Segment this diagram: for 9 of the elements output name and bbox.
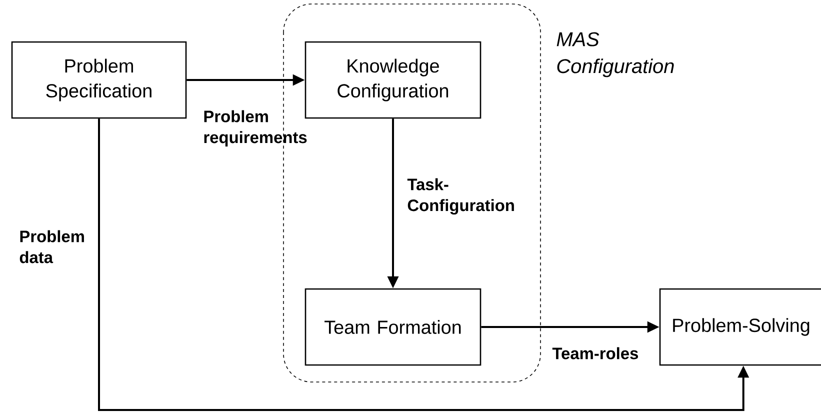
edge-label: Task-Configuration bbox=[407, 178, 514, 215]
process-box: Problem Specification bbox=[11, 41, 187, 119]
process-box: Team Formation bbox=[304, 288, 482, 366]
edge-label: Team-roles bbox=[552, 347, 638, 360]
edge-label: Problem requirements bbox=[204, 110, 307, 146]
group-heading: MAS Configuration bbox=[556, 32, 674, 78]
process-box: Knowledge Configuration bbox=[304, 41, 482, 119]
edge-label: Problem data bbox=[20, 230, 84, 264]
process-box: Problem-Solving bbox=[659, 288, 821, 366]
